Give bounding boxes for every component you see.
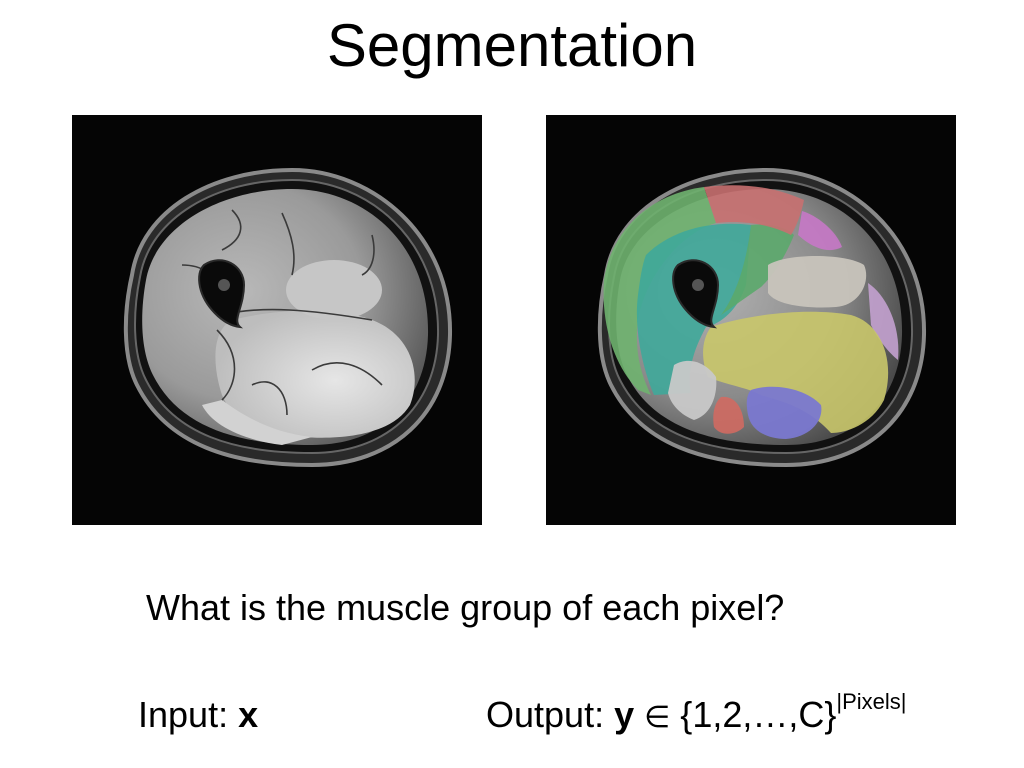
mri-segmentation-image [546,115,956,525]
segment-coral [713,396,744,434]
segment-white [768,256,867,308]
segment-lavender [868,283,899,360]
output-set: {1,2,…,C} [680,694,837,735]
segment-green-2 [721,224,794,315]
input-variable: x [238,694,259,735]
mri-input-image [72,115,482,525]
question-text: What is the muscle group of each pixel? [146,587,785,628]
output-exponent: |Pixels| [836,689,907,714]
segment-yellow [703,311,889,433]
output-definition: Output: y ∈ {1,2,…,C}|Pixels| [486,689,907,742]
output-variable: y [614,694,635,735]
segment-red [704,185,804,235]
input-label: Input: [138,694,229,735]
segment-green [603,187,716,395]
segment-gray [668,360,717,420]
input-definition: Input: x [138,693,258,737]
element-of-symbol: ∈ [644,700,671,735]
segment-blue [746,386,822,439]
segment-pink [798,211,842,251]
bone [198,259,246,329]
slide-title: Segmentation [326,12,698,79]
output-label: Output: [486,694,605,735]
